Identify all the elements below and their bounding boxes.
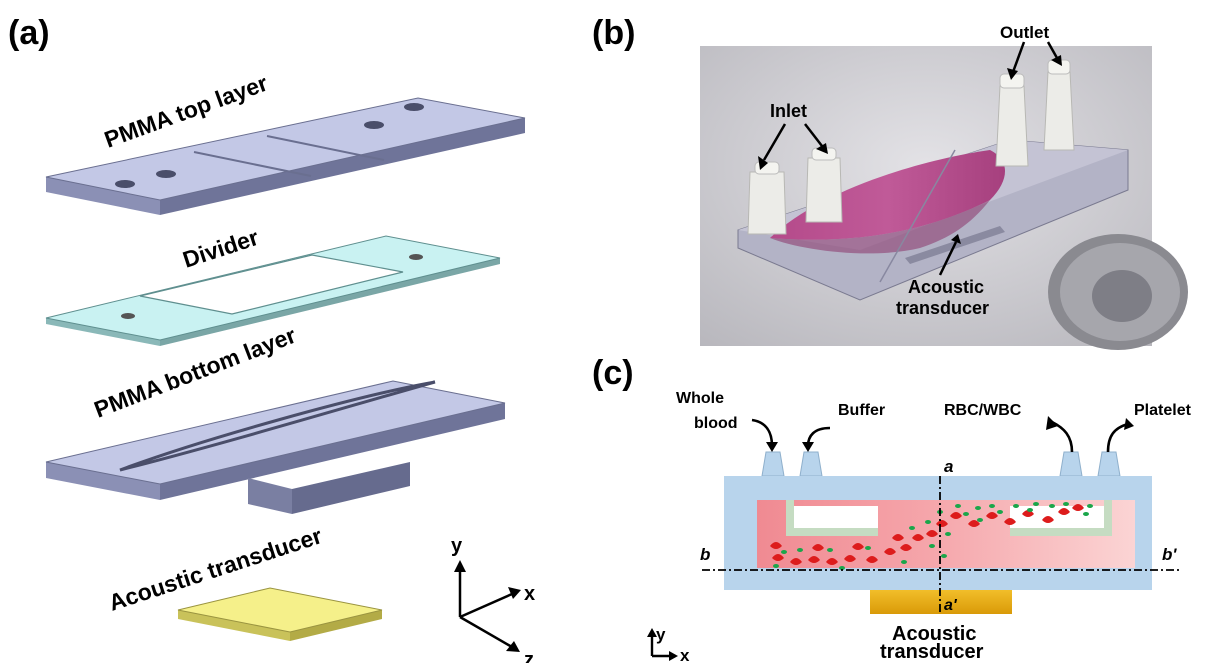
axes-xyz: y x z [451,535,535,663]
a-prime-mark: a' [944,597,958,614]
device-photo: Inlet Outlet Acoustic transducer [700,23,1188,350]
transducer-c [870,590,1012,614]
panel-b-label: (b) [592,14,635,52]
rbc-wbc-label: RBC/WBC [944,402,1022,419]
divider-label: Divider [180,224,262,273]
platelet-label: Platelet [1134,402,1192,419]
cut-lines [702,476,1180,614]
axes-xy: y x [647,625,690,663]
axis-x-label-c: x [680,646,690,663]
panel-c-label: (c) [592,354,634,392]
outlet-label: Outlet [1000,23,1049,42]
acoustic-transducer-block: Acoustic transducer [106,522,383,641]
divider-layer: Divider [45,224,501,346]
panel-b: (b) [592,14,1188,350]
pmma-bottom-layer: PMMA bottom layer [45,322,506,514]
b-mark: b [700,545,710,564]
divider-wall-left [786,500,878,536]
outlet-connectors [995,59,1075,167]
transducer-c-label-line1: Acoustic [892,623,976,645]
whole-blood-label-line2: blood [694,415,738,432]
photo-transducer-label-line2: transducer [896,298,989,318]
panel-a: (a) PMMA top layer Divider [8,14,535,663]
whole-blood-label-line1: Whole [676,390,724,407]
platelet-particles [773,502,1093,570]
inlet-connectors [747,147,843,235]
axis-y-label-c: y [656,625,666,644]
buffer-label: Buffer [838,402,885,419]
axis-x-label-a: x [524,583,535,605]
axis-y-label-a: y [451,535,463,557]
photo-transducer-label-line1: Acoustic [908,277,984,297]
panel-a-label: (a) [8,14,50,52]
rbc-particles [770,504,1084,565]
chip-cross-section [724,451,1152,614]
axis-z-label-a: z [524,649,534,663]
divider-wall-right [1010,500,1112,536]
a-mark: a [944,457,953,476]
inlet-label: Inlet [770,101,807,121]
pmma-top-layer: PMMA top layer [45,70,526,215]
transducer-c-label-line2: transducer [880,641,984,663]
panel-c: (c) [592,354,1192,663]
b-prime-mark: b' [1162,545,1177,564]
